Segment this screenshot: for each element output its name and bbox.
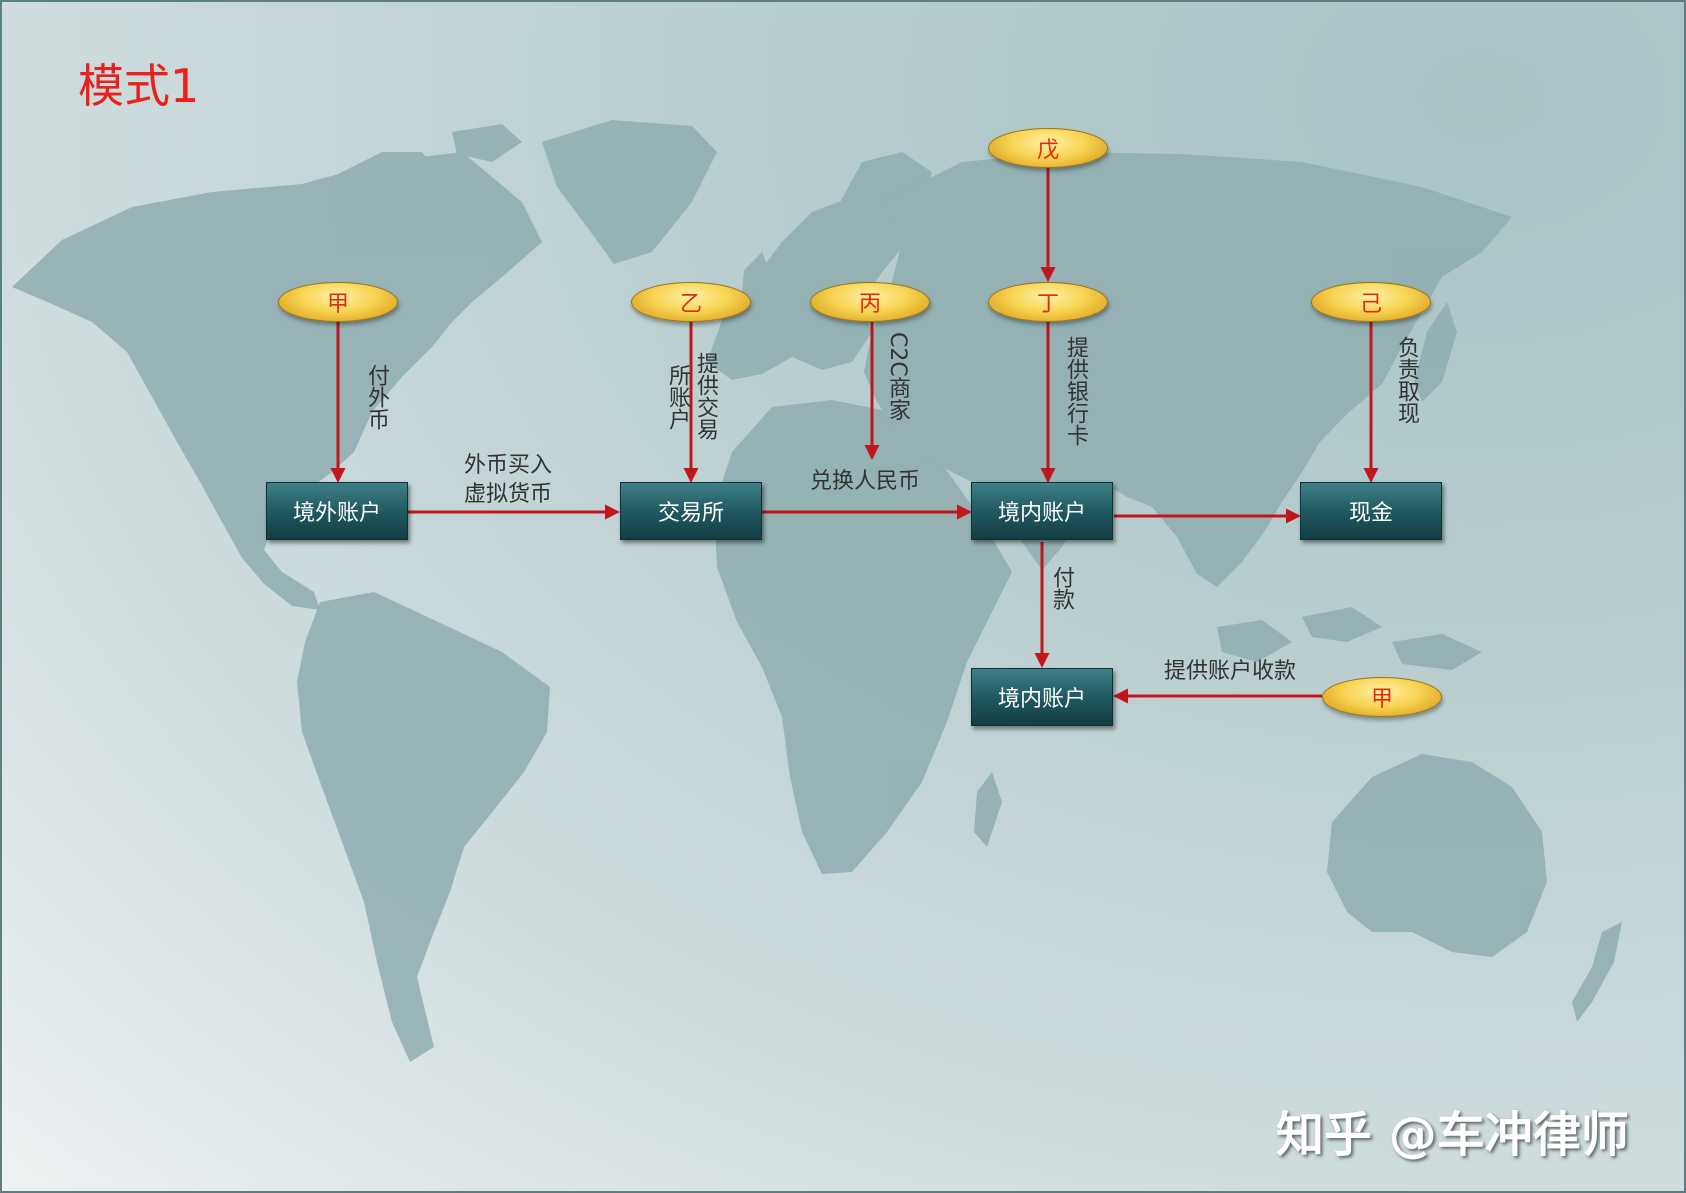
node-ding: 丁 xyxy=(988,282,1108,322)
africa-shape xyxy=(714,400,1012,874)
label-buy-virtual-line2: 虚拟货币 xyxy=(464,482,553,507)
node-wu: 戊 xyxy=(988,128,1108,168)
node-jia-top: 甲 xyxy=(278,282,398,322)
box-domestic-account-2: 境内账户 xyxy=(971,668,1113,726)
south-america-shape xyxy=(297,592,550,1062)
label-exchange-rmb: 兑换人民币 xyxy=(810,469,921,494)
label-responsible-withdraw: 负责取现 xyxy=(1394,336,1419,424)
watermark: 知乎 @车冲律师 xyxy=(1276,1107,1629,1163)
label-provide-exchange-line1: 提供交易 xyxy=(693,352,718,440)
europe-shape xyxy=(707,197,907,380)
label-provide-exchange-line2: 所账户 xyxy=(665,364,690,430)
label-c2c-merchant: C2C商家 xyxy=(885,332,910,421)
north-america-shape xyxy=(12,152,542,610)
node-bing: 丙 xyxy=(810,282,930,322)
box-domestic-account-1: 境内账户 xyxy=(971,482,1113,540)
box-exchange: 交易所 xyxy=(620,482,762,540)
greenland-shape xyxy=(542,120,717,264)
node-yi: 乙 xyxy=(631,282,751,322)
box-cash: 现金 xyxy=(1300,482,1442,540)
node-ji: 己 xyxy=(1311,282,1431,322)
australia-shape xyxy=(1327,754,1547,957)
label-pay-foreign-currency: 付外币 xyxy=(364,364,389,430)
asia-shape xyxy=(864,152,1512,587)
label-provide-bank-card: 提供银行卡 xyxy=(1063,336,1088,446)
diagram-title: 模式1 xyxy=(78,59,200,113)
node-jia-bottom: 甲 xyxy=(1322,677,1442,717)
label-buy-virtual-line1: 外币买入 xyxy=(464,453,553,478)
box-offshore-account: 境外账户 xyxy=(266,482,408,540)
label-provide-account-collect: 提供账户收款 xyxy=(1164,659,1297,684)
label-payment: 付款 xyxy=(1049,566,1074,610)
